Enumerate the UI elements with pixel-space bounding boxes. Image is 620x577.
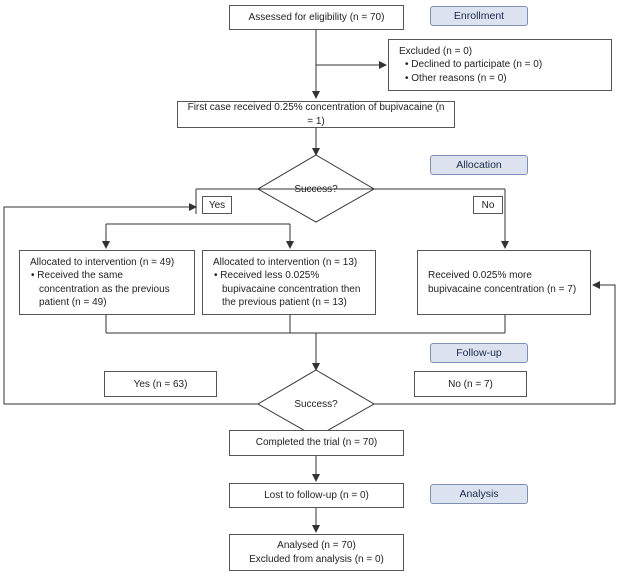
box-lost-followup: Lost to follow-up (n = 0): [229, 483, 404, 508]
excluded-analysis-label: Excluded from analysis (n = 0): [249, 553, 384, 565]
stage-followup: Follow-up: [430, 343, 528, 363]
excluded-title: Excluded (n = 0): [399, 45, 473, 57]
box-allocated-13: Allocated to intervention (n = 13) • Rec…: [202, 250, 376, 315]
lost-label: Lost to follow-up (n = 0): [264, 489, 369, 501]
box-assessed-eligibility: Assessed for eligibility (n = 70): [229, 5, 404, 30]
allocated-49-title: Allocated to intervention (n = 49): [30, 256, 175, 268]
loop-yes-back: [3, 203, 258, 405]
box-allocated-49: Allocated to intervention (n = 49) • Rec…: [19, 250, 195, 315]
box-excluded: Excluded (n = 0) • Declined to participa…: [388, 39, 612, 91]
stage-allocation: Allocation: [430, 155, 528, 175]
loop-no-back: [374, 281, 616, 405]
analysed-label: Analysed (n = 70): [277, 540, 356, 551]
tag-no-text: No: [481, 199, 495, 211]
tag-yes-text: Yes: [208, 199, 226, 211]
received-more-label: Received 0.025% more bupivacaine concent…: [428, 270, 577, 295]
tag-yes: Yes: [202, 196, 232, 214]
allocated-49-item: • Received the same concentration as the…: [31, 270, 170, 308]
box-completed: Completed the trial (n = 70): [229, 430, 404, 456]
tag-yes-63-text: Yes (n = 63): [133, 378, 188, 390]
success-1-label: Success?: [266, 180, 366, 198]
box-received-more: Received 0.025% more bupivacaine concent…: [417, 250, 591, 315]
box-analysed: Analysed (n = 70) Excluded from analysis…: [229, 534, 404, 571]
allocated-13-title: Allocated to intervention (n = 13): [213, 256, 358, 268]
tag-no: No: [473, 196, 503, 214]
first-case-label: First case received 0.25% concentration …: [187, 102, 445, 127]
allocated-13-item: • Received less 0.025% bupivacaine conce…: [214, 270, 361, 308]
tag-yes-63: Yes (n = 63): [104, 371, 217, 397]
excluded-item-declined: • Declined to participate (n = 0): [405, 59, 543, 71]
success-1-text: Success?: [294, 183, 338, 195]
stage-analysis: Analysis: [430, 484, 528, 504]
completed-label: Completed the trial (n = 70): [255, 437, 378, 449]
success-2-text: Success?: [294, 398, 338, 410]
tag-no-7: No (n = 7): [414, 371, 527, 397]
tag-no-7-text: No (n = 7): [448, 378, 493, 390]
success-2-label: Success?: [266, 395, 366, 413]
stage-enrollment: Enrollment: [430, 6, 528, 26]
excluded-item-other: • Other reasons (n = 0): [405, 72, 507, 84]
box-first-case: First case received 0.25% concentration …: [177, 101, 455, 128]
assessed-label: Assessed for eligibility (n = 70): [248, 11, 385, 23]
